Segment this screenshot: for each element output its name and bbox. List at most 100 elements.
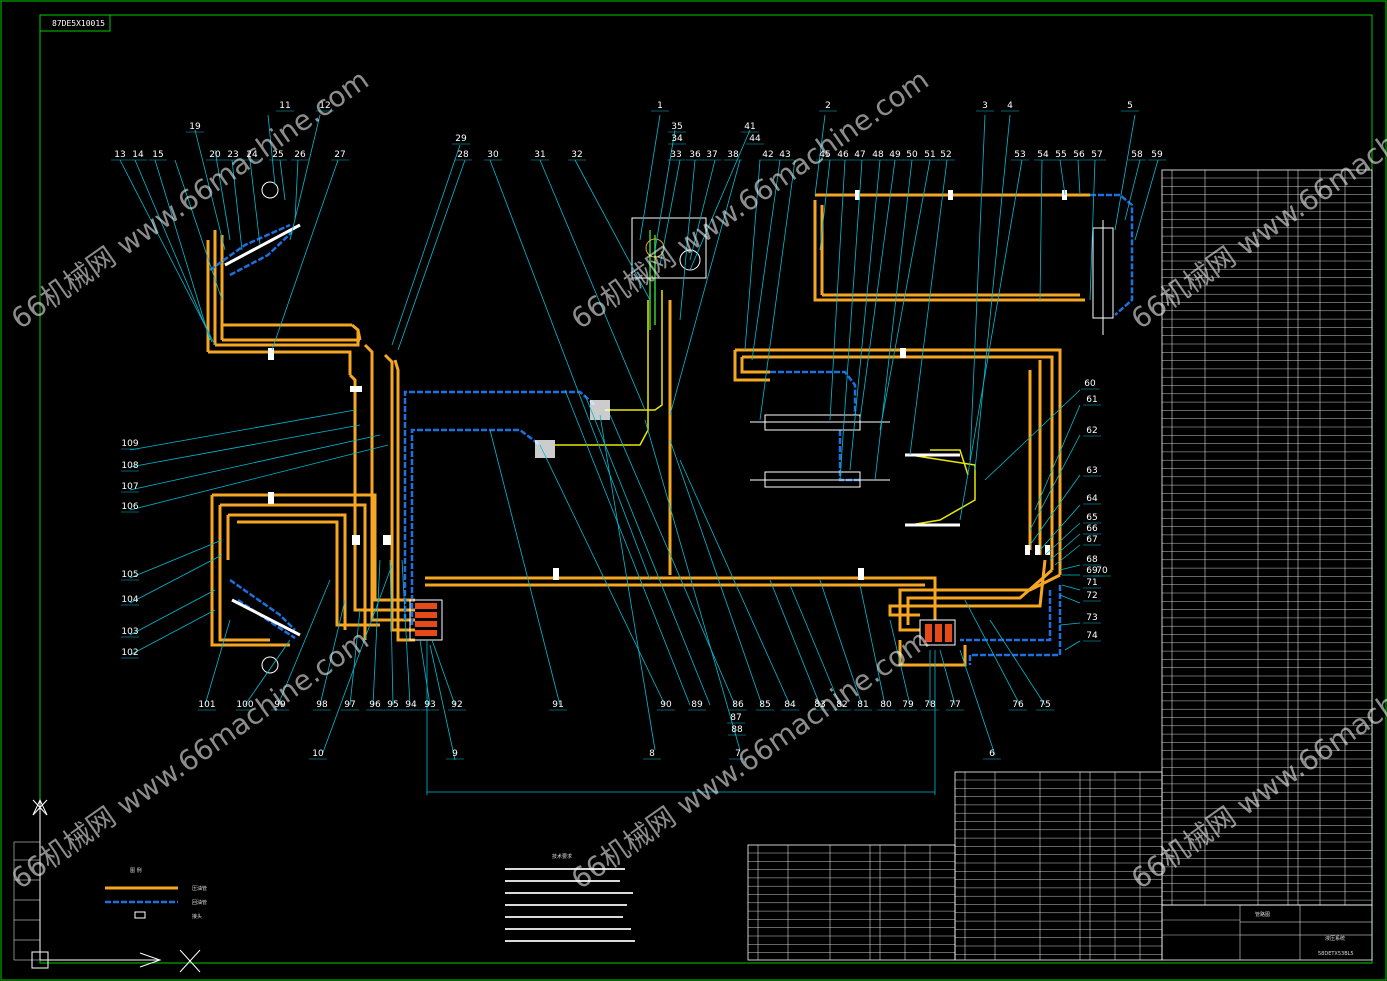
parts-list-bottom (747, 771, 1163, 961)
legend: 图 例 压油管 回油管 接头 (105, 867, 207, 920)
cylinder-6 (224, 223, 301, 267)
callout-70: 70 (1096, 566, 1108, 576)
callout-86: 86 (732, 700, 744, 710)
technical-notes: 技术要求 (505, 853, 635, 942)
callout-23: 23 (227, 150, 238, 160)
callout-60: 60 (1084, 379, 1096, 389)
callout-69: 69 (1086, 566, 1098, 576)
callout-64: 64 (1086, 494, 1098, 504)
callout-108: 108 (121, 461, 138, 471)
callout-72: 72 (1086, 591, 1097, 601)
svg-text:66机械网 www.66machine.com: 66机械网 www.66machine.com (565, 623, 935, 896)
callout-44: 44 (749, 134, 761, 144)
callout-15: 15 (152, 150, 163, 160)
callout-35: 35 (671, 122, 682, 132)
callout-75: 75 (1039, 700, 1050, 710)
callout-50: 50 (906, 150, 918, 160)
callout-51: 51 (924, 150, 935, 160)
callout-93: 93 (424, 700, 435, 710)
callout-100: 100 (236, 700, 253, 710)
control-valve-right (919, 619, 956, 646)
callout-46: 46 (837, 150, 849, 160)
callout-9: 9 (452, 749, 458, 759)
callout-45: 45 (819, 150, 830, 160)
callout-89: 89 (691, 700, 703, 710)
callout-82: 82 (836, 700, 847, 710)
svg-text:66机械网 www.66machine.com: 66机械网 www.66machine.com (1125, 623, 1387, 896)
title-name: 液压系统 (1325, 935, 1345, 942)
callout-28: 28 (457, 150, 469, 160)
svg-text:66机械网 www.66machine.com: 66机械网 www.66machine.com (5, 63, 375, 336)
callout-10: 10 (312, 749, 324, 759)
callout-68: 68 (1086, 555, 1098, 565)
callout-25: 25 (272, 150, 283, 160)
callout-26: 26 (294, 150, 306, 160)
callout-41: 41 (744, 122, 755, 132)
callout-71: 71 (1086, 578, 1097, 588)
leader-lines (119, 114, 1159, 761)
callout-84: 84 (784, 700, 796, 710)
callout-88: 88 (731, 725, 743, 735)
callout-80: 80 (880, 700, 892, 710)
notes-title: 技术要求 (552, 853, 572, 860)
callout-95: 95 (387, 700, 398, 710)
callout-29: 29 (455, 134, 467, 144)
callout-55: 55 (1055, 150, 1066, 160)
callout-65: 65 (1086, 513, 1097, 523)
callout-74: 74 (1086, 631, 1098, 641)
callout-92: 92 (451, 700, 462, 710)
callout-107: 107 (121, 482, 138, 492)
callout-106: 106 (121, 502, 138, 512)
callout-48: 48 (872, 150, 884, 160)
callout-61: 61 (1086, 395, 1097, 405)
callout-7: 7 (735, 749, 741, 759)
callout-1: 1 (657, 101, 663, 111)
drawing-code: 87DE5X10015 (52, 19, 105, 28)
callout-58: 58 (1131, 150, 1143, 160)
callout-109: 109 (121, 439, 138, 449)
title-block: 管路图 液压系统 58DETX53BL5 (1161, 904, 1373, 961)
callout-34: 34 (671, 134, 683, 144)
callout-54: 54 (1037, 150, 1049, 160)
left-stamp (13, 841, 41, 961)
callout-38: 38 (727, 150, 739, 160)
callout-63: 63 (1086, 466, 1097, 476)
callout-30: 30 (487, 150, 499, 160)
callout-66: 66 (1086, 524, 1098, 534)
callout-37: 37 (706, 150, 717, 160)
callout-96: 96 (369, 700, 381, 710)
legend-item-fitting: 接头 (192, 913, 202, 920)
callout-8: 8 (649, 749, 655, 759)
callout-53: 53 (1014, 150, 1025, 160)
legend-item-return: 回油管 (192, 899, 207, 906)
legend-title: 图 例 (130, 867, 142, 874)
callout-2: 2 (825, 101, 831, 111)
legend-item-pressure: 压油管 (192, 885, 207, 892)
dimension-line (426, 640, 936, 795)
callout-105: 105 (121, 570, 138, 580)
callout-102: 102 (121, 648, 138, 658)
drawing-code-box (39, 14, 111, 32)
callout-14: 14 (132, 150, 144, 160)
callout-97: 97 (344, 700, 355, 710)
wheel-lower (261, 656, 279, 674)
title-code: 58DETX53BL5 (1318, 951, 1354, 957)
callout-98: 98 (316, 700, 328, 710)
callout-49: 49 (889, 150, 901, 160)
wheel-upper (261, 181, 279, 199)
callout-62: 62 (1086, 426, 1097, 436)
callout-42: 42 (762, 150, 773, 160)
callout-94: 94 (405, 700, 417, 710)
callout-57: 57 (1091, 150, 1102, 160)
cylinder-7 (231, 598, 301, 637)
callout-12: 12 (319, 101, 330, 111)
callout-77: 77 (949, 700, 960, 710)
callout-4: 4 (1007, 101, 1013, 111)
valve-b (535, 440, 555, 458)
callout-91: 91 (552, 700, 563, 710)
callout-104: 104 (121, 595, 138, 605)
callout-47: 47 (854, 150, 865, 160)
callout-13: 13 (114, 150, 125, 160)
